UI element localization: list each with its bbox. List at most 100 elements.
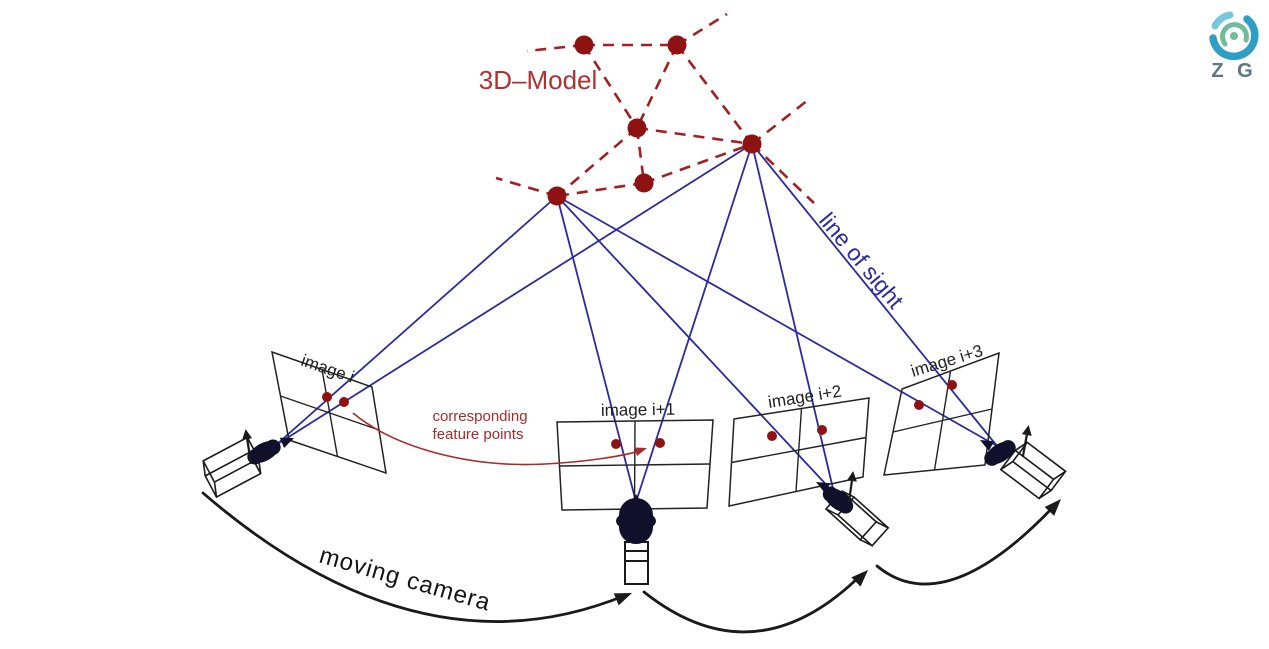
logo-inner-swirl-icon (1220, 22, 1249, 47)
model-edge-stub (751, 143, 815, 204)
motion-arc (642, 572, 864, 634)
camera-i3-head-detail (1000, 440, 1016, 456)
model-edge (635, 44, 679, 129)
image-plane-i2 (728, 397, 870, 507)
motion-arrowhead-icon (1044, 499, 1061, 516)
camera-i2 (816, 471, 890, 547)
image-plane-i2-midline-h (731, 436, 867, 464)
camera-i3-body-front (999, 449, 1055, 500)
sight-lines (275, 143, 998, 503)
logo-ring-icon (1209, 15, 1259, 61)
feature-point (322, 392, 332, 402)
camera-i2-body-edge (841, 490, 855, 498)
feature-point (914, 400, 924, 410)
camera-i3-body-edge (1053, 470, 1067, 480)
camera-i3-body-edge (1000, 460, 1014, 471)
camera-i2-view-arrowhead-icon (816, 482, 831, 493)
feature-points (322, 380, 957, 449)
camera-i-view-arrowhead-icon (279, 437, 294, 448)
camera-i-body-edge (213, 481, 218, 498)
image-plane-i-frame (271, 350, 387, 475)
sight-line (556, 195, 835, 494)
camera-i2-up-arrowhead-icon (846, 471, 857, 482)
moving-camera-label: moving camera (316, 542, 494, 617)
correspondence-arrowhead-icon (634, 447, 647, 456)
feature-point (767, 431, 777, 441)
image-i1-label: image i+1 (601, 400, 676, 420)
motion-arrowhead-icon (851, 570, 868, 587)
model-edge-stub (676, 12, 728, 47)
camera-i3-view-arrowhead-icon (980, 440, 995, 451)
camera-i-head-detail (265, 439, 281, 455)
camera-i2-head-detail (837, 498, 854, 514)
camera-i1-lens-tip-icon (629, 494, 643, 506)
image-plane-i1-midline-h (559, 463, 711, 467)
model-edge (582, 44, 639, 129)
model-point (627, 118, 647, 138)
image-plane-i1 (556, 419, 714, 511)
model-edge (643, 142, 753, 185)
camera-i1-body (624, 541, 649, 585)
line-of-sight-label: line of sight (814, 208, 909, 314)
motion-arrowhead-icon (613, 593, 632, 606)
model-edge-stub (495, 176, 558, 198)
camera-i-body-edge (202, 460, 207, 476)
camera-i1-head-detail (619, 510, 653, 544)
image-i3-label: image i+3 (909, 341, 986, 381)
sight-line (275, 195, 558, 446)
image-i-label: image i (299, 351, 357, 387)
model-edge-stub (751, 98, 809, 146)
camera-i3-body-back (1011, 441, 1067, 492)
camera-i3-up-arrowhead-icon (1021, 425, 1032, 436)
model-points (547, 35, 762, 206)
camera-i2-body-edge (859, 538, 873, 547)
logo (1209, 11, 1259, 61)
motion-arcs (201, 491, 1061, 634)
motion-arc (875, 502, 1058, 586)
model-point (574, 35, 594, 55)
camera-i3-body-edge (1038, 489, 1052, 500)
sight-line (275, 143, 753, 446)
camera-i (202, 429, 294, 499)
model-edge (556, 181, 645, 198)
camera-i2-up-axis (847, 479, 854, 503)
image-plane-i3-midline-h (892, 408, 993, 433)
image-plane-i1-frame (556, 419, 714, 511)
feature-point (611, 439, 621, 449)
camera-i-up-axis (245, 437, 253, 465)
feature-point (339, 397, 349, 407)
camera-i2-body-edge (825, 508, 839, 516)
logo-center-dot-icon (1230, 32, 1238, 40)
camera-i1 (616, 494, 656, 585)
image-plane-i3-frame (883, 351, 1000, 476)
sight-line (751, 143, 835, 494)
model-edge (636, 126, 753, 146)
camera-i3-up-axis (1021, 433, 1029, 457)
model-point (634, 173, 654, 193)
model-edges (495, 12, 815, 204)
sight-line (556, 195, 637, 503)
image-plane-i2-frame (728, 397, 870, 507)
feature-point (947, 380, 957, 390)
correspondence-arrow (352, 412, 647, 466)
camera-i2-body-edge (875, 521, 889, 529)
model-point (547, 186, 567, 206)
corresponding-label-line2: feature points (433, 426, 524, 443)
model-point (667, 35, 687, 55)
correspondence-curve (352, 412, 643, 466)
cameras (202, 425, 1067, 585)
model-edge (675, 44, 754, 145)
logo-text: Z G (1211, 60, 1256, 82)
feature-point (655, 438, 665, 448)
feature-point (817, 425, 827, 435)
sight-line (751, 143, 998, 447)
corresponding-label-line1: corresponding (432, 408, 527, 425)
model-label: 3D–Model (479, 65, 598, 95)
image-plane-i (271, 350, 387, 475)
model-point (742, 134, 762, 154)
motion-arc (201, 491, 628, 623)
model-edge-stub (526, 43, 585, 53)
camera-i3 (980, 425, 1067, 500)
sight-line (635, 143, 753, 503)
